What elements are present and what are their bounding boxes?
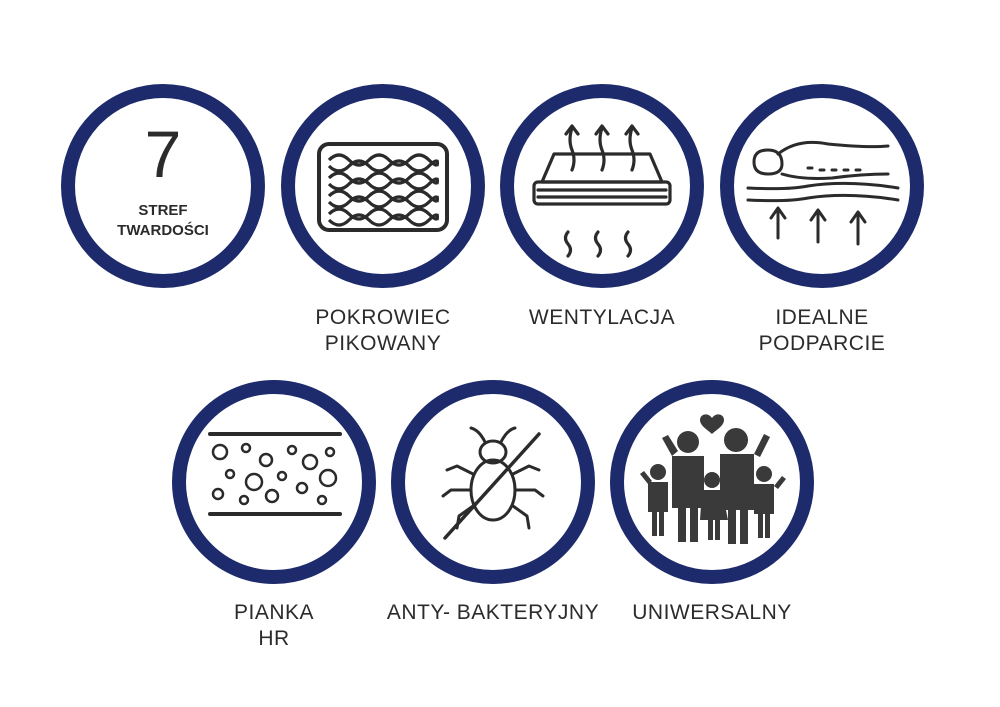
label-line: PODPARCIE bbox=[758, 332, 886, 355]
badge-anti-bacterial bbox=[389, 378, 597, 586]
zones-number: 7 bbox=[145, 117, 182, 191]
label-line: HR bbox=[258, 627, 290, 650]
ventilation-icon bbox=[500, 84, 704, 288]
badge-hr-foam bbox=[170, 378, 378, 586]
ideal-support-icon bbox=[720, 84, 924, 288]
label-line: PIANKA bbox=[233, 601, 315, 624]
label-line: WENTYLACJA bbox=[528, 306, 676, 329]
label-ideal-support: IDEALNE PODPARCIE bbox=[702, 305, 942, 357]
family-icon bbox=[610, 380, 814, 584]
zones-caption-line1: STREF bbox=[138, 202, 187, 219]
label-line: POKROWIEC bbox=[315, 306, 451, 329]
label-universal: UNIWERSALNY bbox=[592, 600, 832, 626]
label-line: UNIWERSALNY bbox=[632, 601, 792, 624]
badge-ideal-support bbox=[718, 82, 926, 290]
label-anti-bacterial: ANTY- BAKTERYJNY bbox=[373, 600, 613, 626]
label-ventilation: WENTYLACJA bbox=[482, 305, 722, 331]
label-line: IDEALNE bbox=[775, 306, 869, 329]
badge-ventilation bbox=[498, 82, 706, 290]
badge-quilted-cover bbox=[279, 82, 487, 290]
anti-bacterial-icon bbox=[391, 380, 595, 584]
badge-family bbox=[608, 378, 816, 586]
label-quilted-cover: POKROWIEC PIKOWANY bbox=[263, 305, 503, 357]
label-line: ANTY- BAKTERYJNY bbox=[386, 601, 600, 624]
label-hr-foam: PIANKA HR bbox=[154, 600, 394, 652]
hr-foam-icon bbox=[172, 380, 376, 584]
badge-seven-zones: 7 STREF TWARDOŚCI bbox=[59, 82, 267, 290]
seven-zones-icon: 7 STREF TWARDOŚCI bbox=[61, 84, 265, 288]
zones-caption-line2: TWARDOŚCI bbox=[117, 221, 209, 239]
quilted-cover-icon bbox=[281, 84, 485, 288]
label-line: PIKOWANY bbox=[324, 332, 442, 355]
